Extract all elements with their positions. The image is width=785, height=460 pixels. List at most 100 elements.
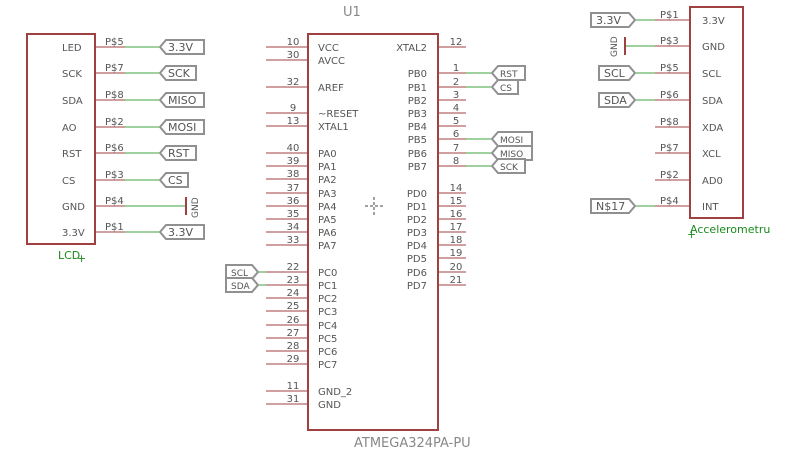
pin-name: PA2 xyxy=(318,175,337,186)
net-flag-33v[interactable]: 3.3V xyxy=(590,12,637,28)
pin-name: GND xyxy=(702,42,725,53)
pin-number: 6 xyxy=(453,129,459,140)
net-flag-label: SDA xyxy=(604,94,627,107)
net-flag-rst[interactable]: RST xyxy=(490,65,526,81)
net-flag-sck[interactable]: SCK xyxy=(490,158,526,174)
net-flag-n17[interactable]: N$17 xyxy=(590,198,637,214)
net-flag-shape xyxy=(598,65,637,81)
pin-name: PC2 xyxy=(318,294,337,305)
net-flag-scl[interactable]: SCL xyxy=(225,264,260,280)
accelerometer-component[interactable]: P$13.3V3.3VP$3GNDGNDP$5SCLSCLP$6SDASDAP$… xyxy=(590,6,770,241)
pin-name: XDA xyxy=(702,123,723,134)
net-flag-sda[interactable]: SDA xyxy=(225,277,260,293)
pin-name: LED xyxy=(62,43,82,54)
net-flag-cs[interactable]: CS xyxy=(490,79,519,95)
pin-name: SDA xyxy=(702,96,723,107)
net-flag-mosi[interactable]: MOSI xyxy=(158,119,205,135)
pin-name: INT xyxy=(702,202,719,213)
mcu-pin-reset[interactable]: 9~RESET xyxy=(266,103,359,120)
net-flag-rst[interactable]: RST xyxy=(158,145,197,161)
net-flag-3.3v[interactable]: 3.3V xyxy=(158,39,205,55)
pin-number: 36 xyxy=(287,196,300,207)
net-flag-label: 3.3V xyxy=(596,14,621,27)
net-flag-miso[interactable]: MISO xyxy=(490,145,533,161)
pin-name: PA1 xyxy=(318,162,337,173)
accel-pin-33v[interactable]: P$13.3V3.3V xyxy=(590,10,725,28)
net-flag-miso[interactable]: MISO xyxy=(158,92,205,108)
net-flag-label: RST xyxy=(500,70,518,80)
net-flag-cs[interactable]: CS xyxy=(158,172,189,188)
mcu-component[interactable]: U1ATMEGA324PA-PU10VCC30AVCC32AREF9~RESET… xyxy=(225,5,533,451)
net-flag-sck[interactable]: SCK xyxy=(158,65,197,81)
net-flag-label: MOSI xyxy=(500,136,523,146)
net-flag-mosi[interactable]: MOSI xyxy=(490,131,533,147)
pin-name: PB1 xyxy=(408,83,427,94)
pin-name: SCK xyxy=(62,69,82,80)
net-flag-shape xyxy=(225,264,260,280)
net-flag-sda[interactable]: SDA xyxy=(598,92,637,108)
net-flag-scl[interactable]: SCL xyxy=(598,65,637,81)
pin-name: PA3 xyxy=(318,189,337,200)
net-flag-shape xyxy=(225,277,260,293)
net-flag-shape xyxy=(158,65,197,81)
accel-body xyxy=(689,6,744,219)
pin-name: PC5 xyxy=(318,334,337,345)
net-flag-3.3v[interactable]: 3.3V xyxy=(158,224,205,240)
pin-number: 35 xyxy=(287,209,300,220)
